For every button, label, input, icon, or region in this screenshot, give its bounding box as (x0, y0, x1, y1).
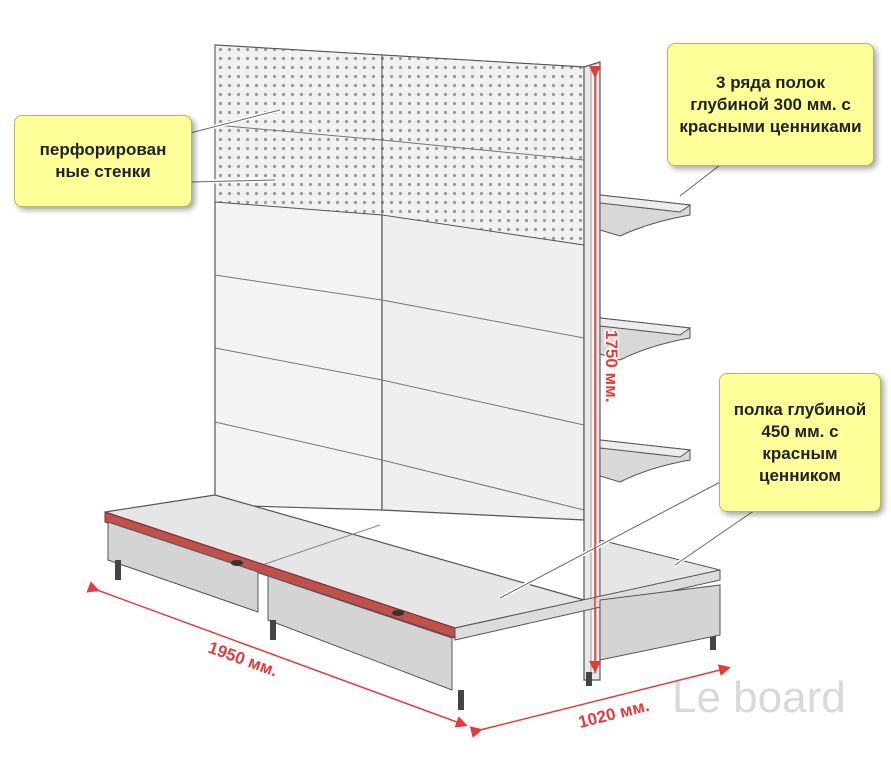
callout-pointers (189, 108, 757, 600)
dimension-lines (86, 66, 731, 739)
upright-post (583, 61, 601, 681)
back-wall (214, 44, 585, 521)
callout-shelf-450: полка глубиной 450 мм. с красным ценнико… (719, 373, 881, 512)
watermark-text: Le board (672, 673, 846, 722)
depth-label: 1020 мм. (576, 696, 651, 732)
callout-shelves-300-text: 3 ряда полок глубиной 300 мм. с красными… (679, 72, 862, 136)
side-base-shelf (454, 539, 721, 661)
length-dimension (86, 581, 468, 728)
callout-perforated-text: перфорирован ные стенки (39, 140, 167, 181)
depth-dimension (469, 664, 731, 739)
height-label: 1750 мм. (602, 330, 621, 402)
perforated-panel-left (214, 44, 383, 216)
callout-perforated-walls: перфорирован ные стенки (14, 115, 192, 207)
callout-shelf-450-text: полка глубиной 450 мм. с красным ценнико… (733, 399, 867, 485)
small-shelves (599, 194, 692, 483)
callout-shelves-300: 3 ряда полок глубиной 300 мм. с красными… (667, 43, 874, 166)
